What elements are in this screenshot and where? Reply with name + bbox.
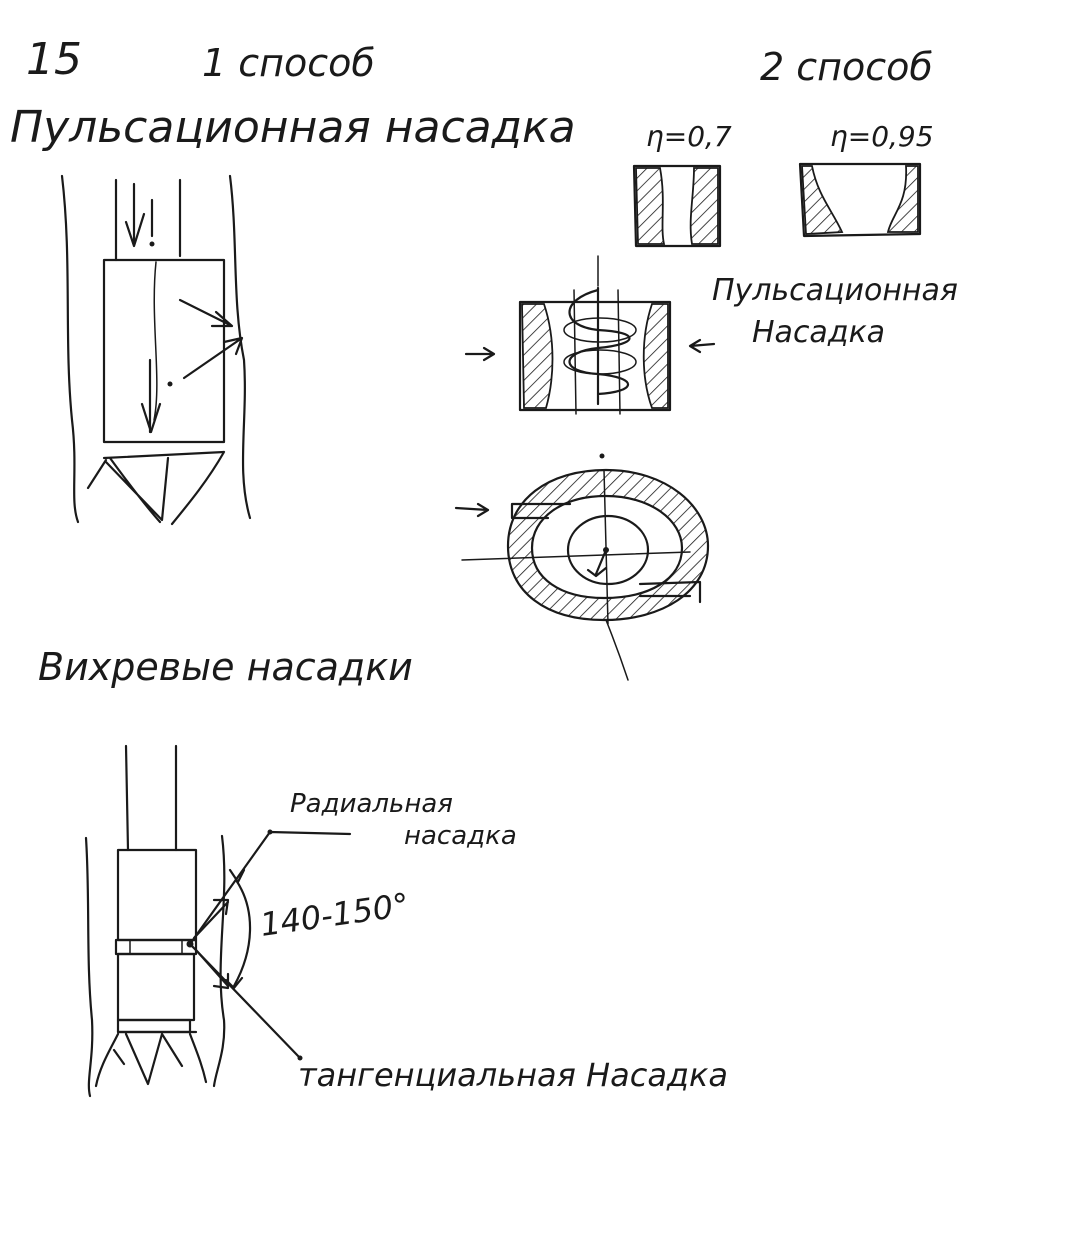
section-axis-h <box>461 551 691 561</box>
pulse-nozzle-label-line1: Пульсационная <box>712 273 958 308</box>
angle-label: 140-150° <box>258 885 412 943</box>
vortex-ring-2 <box>563 349 637 375</box>
method-2-label: 2 способ <box>760 45 933 89</box>
profile-095-hatch-left <box>801 165 844 235</box>
vortex-ring-1 <box>563 317 637 343</box>
tangential-nozzle-label: тангенциальная Насадка <box>298 1056 728 1094</box>
section-outer-ring <box>506 468 710 622</box>
side-hatch-left <box>521 303 554 409</box>
heading-pulse-nozzle: Пульсационная насадка <box>10 102 576 153</box>
page-number: 15 <box>26 34 82 85</box>
flow-mark-dot <box>149 241 155 247</box>
vortex-tubing-left <box>124 744 130 852</box>
heading-vortex-nozzles: Вихревые насадки <box>38 645 413 689</box>
vortex-nozzle-ring <box>114 938 198 956</box>
radial-nozzle-label-line2: насадка <box>404 821 517 851</box>
vortex-spiral <box>568 286 631 406</box>
jet-arrow-1 <box>178 298 234 328</box>
figure-pulse-nozzle-well <box>60 174 252 526</box>
vortex-well-wall-left <box>84 836 94 1098</box>
radial-jet-arrow <box>192 898 230 940</box>
figure-vortex-nozzles-well <box>84 744 352 1098</box>
section-tail <box>605 619 629 681</box>
figure-nozzle-profile-095 <box>798 162 922 238</box>
section-swirl-arrow <box>586 548 608 578</box>
well-wall-right <box>228 174 252 520</box>
vortex-nozzle-sub <box>116 1018 192 1034</box>
nozzle-center-dot <box>167 381 173 387</box>
flow-arrow-down-2 <box>140 358 162 434</box>
figure-pulse-nozzle-side <box>464 255 716 459</box>
profile-07-outline <box>632 164 722 248</box>
eta-label-1: η=0,7 <box>646 120 732 153</box>
axis-dot <box>599 453 605 459</box>
tangential-channel-top <box>510 502 572 520</box>
flow-arrow-down-1 <box>124 182 146 248</box>
section-inner-bore <box>566 514 650 586</box>
jet-arrow-2 <box>182 336 244 380</box>
nozzle-body <box>102 258 226 444</box>
angle-arc <box>224 868 252 990</box>
tangential-jet-arrow <box>194 948 230 990</box>
side-hatch-right <box>642 303 669 409</box>
radial-leader-dot <box>267 829 273 835</box>
profile-095-outline <box>798 162 922 238</box>
radial-nozzle-label-line1: Радиальная <box>290 789 453 819</box>
label-pointer-arrow <box>688 338 716 354</box>
profile-095-hatch-right <box>886 165 919 233</box>
vortex-bit-cone <box>94 1030 208 1088</box>
tangential-channel-bottom <box>638 580 702 604</box>
tangential-leader-dot <box>297 1055 303 1061</box>
method-1-label: 1 способ <box>202 41 375 85</box>
profile-07-hatch-left <box>635 167 666 245</box>
side-body <box>518 300 672 412</box>
bore-left <box>573 289 577 415</box>
section-inflow-arrow <box>454 502 490 518</box>
well-wall-left <box>60 174 80 524</box>
inflow-arrow <box>464 346 496 362</box>
nozzle-centerline <box>153 261 158 421</box>
vortex-well-wall-right <box>212 834 226 1088</box>
bit-cone <box>86 450 226 526</box>
vortex-nozzle-upper <box>116 848 198 942</box>
profile-07-hatch-right <box>689 167 719 245</box>
figure-nozzle-profile-07 <box>632 164 722 248</box>
eta-label-2: η=0,95 <box>830 120 934 153</box>
vortex-nozzle-lower <box>116 952 196 1022</box>
pulse-nozzle-label-line2: Насадка <box>752 315 885 350</box>
figure-pulse-nozzle-section <box>454 468 710 681</box>
